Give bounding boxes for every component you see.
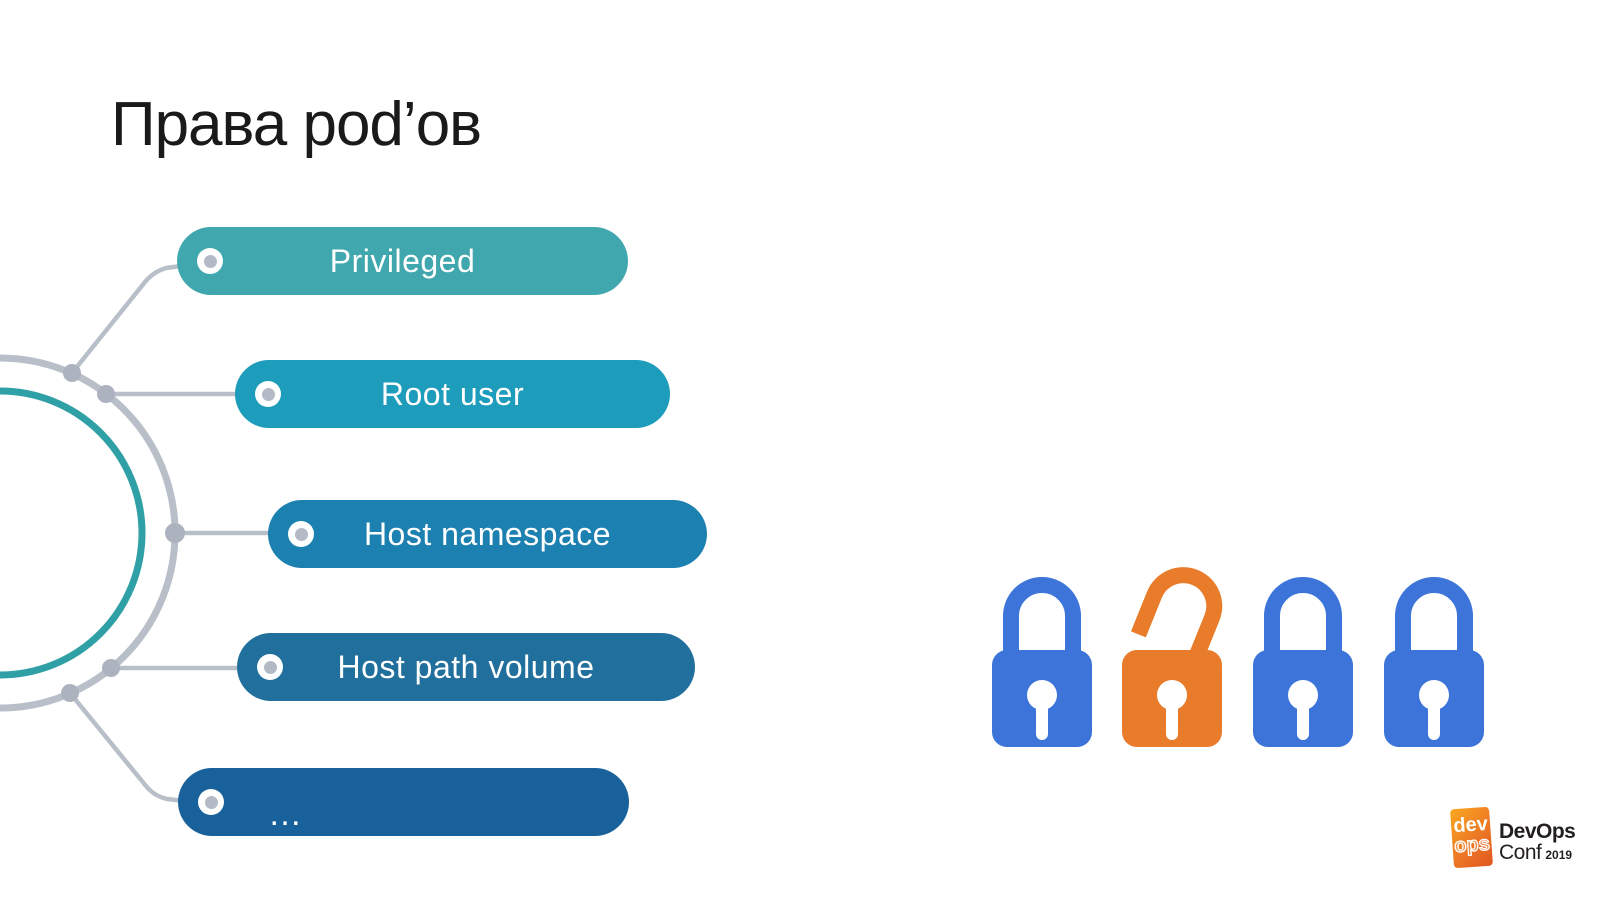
logo-event: Conf — [1499, 841, 1542, 864]
keyhole — [1157, 680, 1187, 710]
pill-label: Host path volume — [337, 649, 595, 685]
keyhole-stem — [1297, 698, 1309, 740]
ring-inner-circle — [0, 387, 146, 679]
pill-label: Root user — [380, 376, 525, 412]
bullet-icon — [257, 654, 283, 680]
pill-host-path-volume: Host path volume — [237, 633, 695, 701]
pill-label: Privileged — [329, 243, 476, 279]
ring-node — [102, 659, 120, 677]
keyhole — [1419, 680, 1449, 710]
ring-node — [165, 523, 185, 543]
lock-shackle-open — [1130, 567, 1223, 661]
bullet-dot — [203, 254, 217, 268]
lock-closed-icon — [1384, 577, 1484, 747]
keyhole — [1288, 680, 1318, 710]
pill-privileged: Privileged — [177, 227, 628, 295]
lock-shackle — [1003, 577, 1081, 659]
pill-host-namespace: Host namespace — [268, 500, 707, 568]
devops-badge-icon: dev ops — [1449, 806, 1494, 869]
connector-privileged — [70, 258, 221, 375]
bullet-icon — [255, 381, 281, 407]
keyhole-stem — [1036, 698, 1048, 740]
pill-root-user: Root user — [235, 360, 670, 428]
ring-node — [63, 364, 81, 382]
pill-more: … — [178, 768, 629, 836]
lock-shackle — [1264, 577, 1342, 659]
lock-closed-icon — [992, 577, 1092, 747]
logo-year: 2019 — [1545, 848, 1573, 862]
bullet-icon — [198, 789, 224, 815]
lock-open-icon — [1122, 567, 1223, 747]
bullet-dot — [263, 660, 277, 674]
ring-nodes — [61, 364, 185, 702]
badge-ops-text: ops — [1453, 832, 1491, 858]
bullet-dot — [294, 527, 308, 541]
bullet-icon — [197, 248, 223, 274]
bullet-icon — [288, 521, 314, 547]
pill-label: Host namespace — [363, 516, 612, 552]
ring-node — [61, 684, 79, 702]
logo-brand: DevOps — [1499, 820, 1576, 843]
bullet-dot — [204, 795, 218, 809]
keyhole-stem — [1166, 698, 1178, 740]
lock-closed-icon — [1253, 577, 1353, 747]
page-title: Права pod’ов — [111, 90, 482, 159]
ring-node — [97, 385, 115, 403]
bullet-dot — [261, 387, 275, 401]
pill-label: … — [268, 795, 304, 833]
lock-shackle — [1395, 577, 1473, 659]
keyhole — [1027, 680, 1057, 710]
connector-more — [68, 691, 221, 808]
keyhole-stem — [1428, 698, 1440, 740]
